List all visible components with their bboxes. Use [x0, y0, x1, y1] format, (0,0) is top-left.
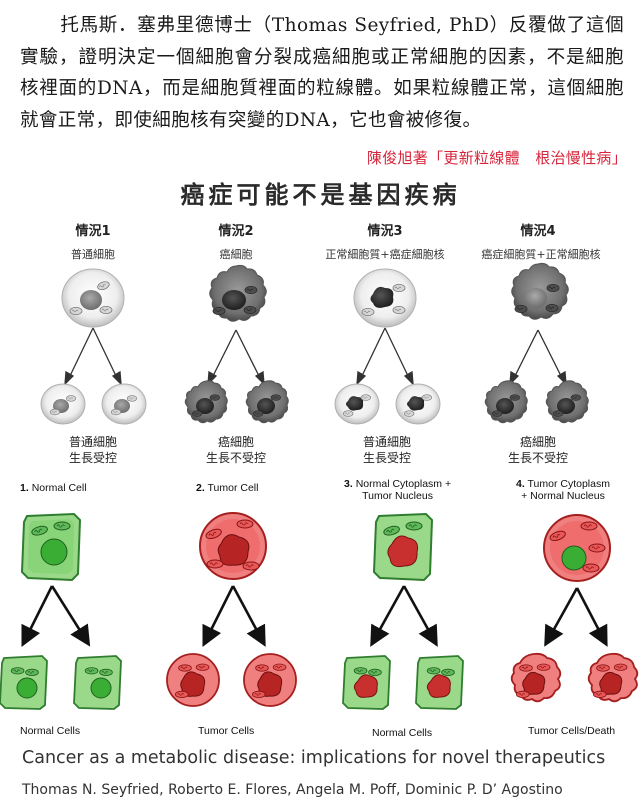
cn-daughter-tumor-2b — [246, 381, 288, 423]
en-case-2-label: 2. Tumor Cell — [196, 482, 258, 494]
en-cell-tumor-cyto-normal-nucleus — [544, 515, 610, 581]
cn-case-3-sub: 正常細胞質+癌症細胞核 — [325, 248, 445, 261]
en-cell-tumor — [200, 513, 266, 579]
cn-daughter-tumor-4b — [546, 381, 588, 423]
en-arrow-1b — [50, 585, 91, 647]
cn-cell-tumor — [210, 265, 267, 321]
en-arrow-2a — [202, 585, 235, 647]
book-credit: 陳俊旭著「更新粒線體 根治慢性病」 — [366, 149, 627, 167]
cn-case-3-result: 普通細胞 生長受控 — [337, 434, 437, 466]
en-cell-normal-cyto-tumor-nucleus — [374, 514, 432, 580]
paper-title: Cancer as a metabolic disease: implicati… — [22, 748, 606, 768]
chinese-diagram-panel: 情況1 普通細胞 情況2 癌細胞 情況3 正常細胞質+癌症細胞核 情況4 癌症細… — [0, 208, 641, 473]
en-case-3-label: 3. Normal Cytoplasm + Tumor Nucleus — [344, 478, 451, 502]
en-arrow-3b — [402, 585, 438, 647]
cn-arrows-3 — [356, 327, 414, 386]
para-line-3: 是細胞核裡面的DNA，而是細胞質裡面的粒線體。如果粒線體正 — [20, 46, 625, 100]
en-case-3-num: 3. — [344, 478, 353, 490]
en-case-2-outcome: Tumor Cells — [198, 725, 255, 737]
en-arrow-4b — [575, 587, 608, 647]
en-daughter-normal-1a — [0, 656, 47, 709]
diagram-title: 癌症可能不是基因疾病 — [180, 180, 461, 209]
cn-daughter-normal-1b — [102, 384, 146, 424]
en-case-4-text: Tumor Cytoplasm — [527, 478, 610, 490]
cn-arrows-4 — [509, 329, 567, 386]
cn-case-2-head: 情況2 — [218, 224, 254, 239]
para-line-5: 復。 — [443, 109, 482, 131]
cn-case-1-result-a: 普通細胞 — [68, 435, 117, 449]
cn-case-3-result-b: 生長受控 — [362, 451, 411, 465]
cn-daughter-tumor-4a — [485, 381, 527, 423]
cn-case-2-result: 癌細胞 生長不受控 — [186, 434, 286, 466]
en-daughter-tumor-2b — [244, 654, 296, 706]
cn-cell-normal-cyto-tumor-nucleus — [354, 269, 416, 327]
cn-case-3-head: 情況3 — [367, 224, 403, 239]
en-arrow-4a — [544, 587, 579, 647]
cn-daughter-tumor-2a — [185, 381, 227, 423]
en-case-3-text: Normal Cytoplasm + — [355, 478, 452, 490]
para-line-1: 托馬斯．塞弗里德博士（Thomas Seyfried, PhD）反覆做了這 — [60, 15, 606, 36]
en-daughter-normal-1b — [74, 656, 121, 709]
en-case-2-num: 2. — [196, 482, 205, 494]
cn-case-4-head: 情況4 — [520, 224, 556, 239]
cn-arrows-1 — [64, 327, 122, 386]
en-case-1-text: Normal Cell — [31, 482, 87, 494]
paper-authors: Thomas N. Seyfried, Roberto E. Flores, A… — [22, 782, 563, 798]
en-case-4-text2: + Normal Nucleus — [521, 490, 605, 502]
cn-case-1-head: 情況1 — [75, 224, 111, 239]
cn-case-2-result-a: 癌細胞 — [217, 435, 254, 449]
en-case-1-label: 1. Normal Cell — [20, 482, 87, 494]
cn-case-1-sub: 普通細胞 — [71, 248, 115, 261]
cn-arrows-2 — [207, 329, 265, 386]
cn-case-2-result-b: 生長不受控 — [205, 451, 266, 465]
cn-case-3-result-a: 普通細胞 — [362, 435, 411, 449]
en-arrow-2b — [231, 585, 266, 647]
en-case-2-text: Tumor Cell — [207, 482, 259, 494]
en-case-1-num: 1. — [20, 482, 29, 494]
cn-daughter-normal-3a — [335, 384, 379, 424]
chinese-diagram-svg — [0, 208, 641, 473]
en-daughter-4b — [589, 654, 638, 701]
cn-case-4-result: 癌細胞 生長不受控 — [488, 434, 588, 466]
en-case-4-outcome: Tumor Cells/Death — [528, 725, 616, 737]
cn-daughter-normal-1a — [41, 384, 85, 424]
cn-cell-tumor-cyto-normal-nucleus — [512, 263, 569, 319]
en-daughter-tumor-2a — [167, 654, 219, 706]
en-arrow-3a — [370, 585, 406, 647]
intro-paragraph: 托馬斯．塞弗里德博士（Thomas Seyfried, PhD）反覆做了這個實驗… — [20, 10, 624, 136]
cn-case-2-sub: 癌細胞 — [219, 248, 253, 261]
en-case-3-text2: Tumor Nucleus — [362, 490, 433, 502]
en-daughter-3a — [343, 656, 390, 709]
para-line-2: 個實驗，證明決定一個細胞會分裂成癌細胞或正常細胞的因素，不 — [20, 15, 624, 68]
en-case-4-label: 4. Tumor Cytoplasm + Normal Nucleus — [516, 478, 610, 502]
cn-case-4-result-b: 生長不受控 — [507, 451, 568, 465]
en-case-4-num: 4. — [516, 478, 525, 490]
para-line-4: 常，這個細胞就會正常，即使細胞核有突變的DNA，它也會被修 — [20, 78, 624, 131]
en-daughter-4a — [512, 654, 561, 701]
en-arrow-1a — [21, 585, 54, 647]
cn-case-1-result: 普通細胞 生長受控 — [43, 434, 143, 466]
en-cell-normal — [22, 514, 80, 580]
en-daughter-3b — [416, 656, 463, 709]
cn-cell-normal — [62, 269, 124, 327]
cn-daughter-normal-3b — [396, 384, 440, 424]
cn-case-4-sub: 癌症細胞質+正常細胞核 — [481, 248, 601, 261]
cn-case-1-result-b: 生長受控 — [68, 451, 117, 465]
en-case-3-outcome: Normal Cells — [372, 727, 433, 739]
en-case-1-outcome: Normal Cells — [20, 725, 81, 737]
cn-case-4-result-a: 癌細胞 — [519, 435, 556, 449]
